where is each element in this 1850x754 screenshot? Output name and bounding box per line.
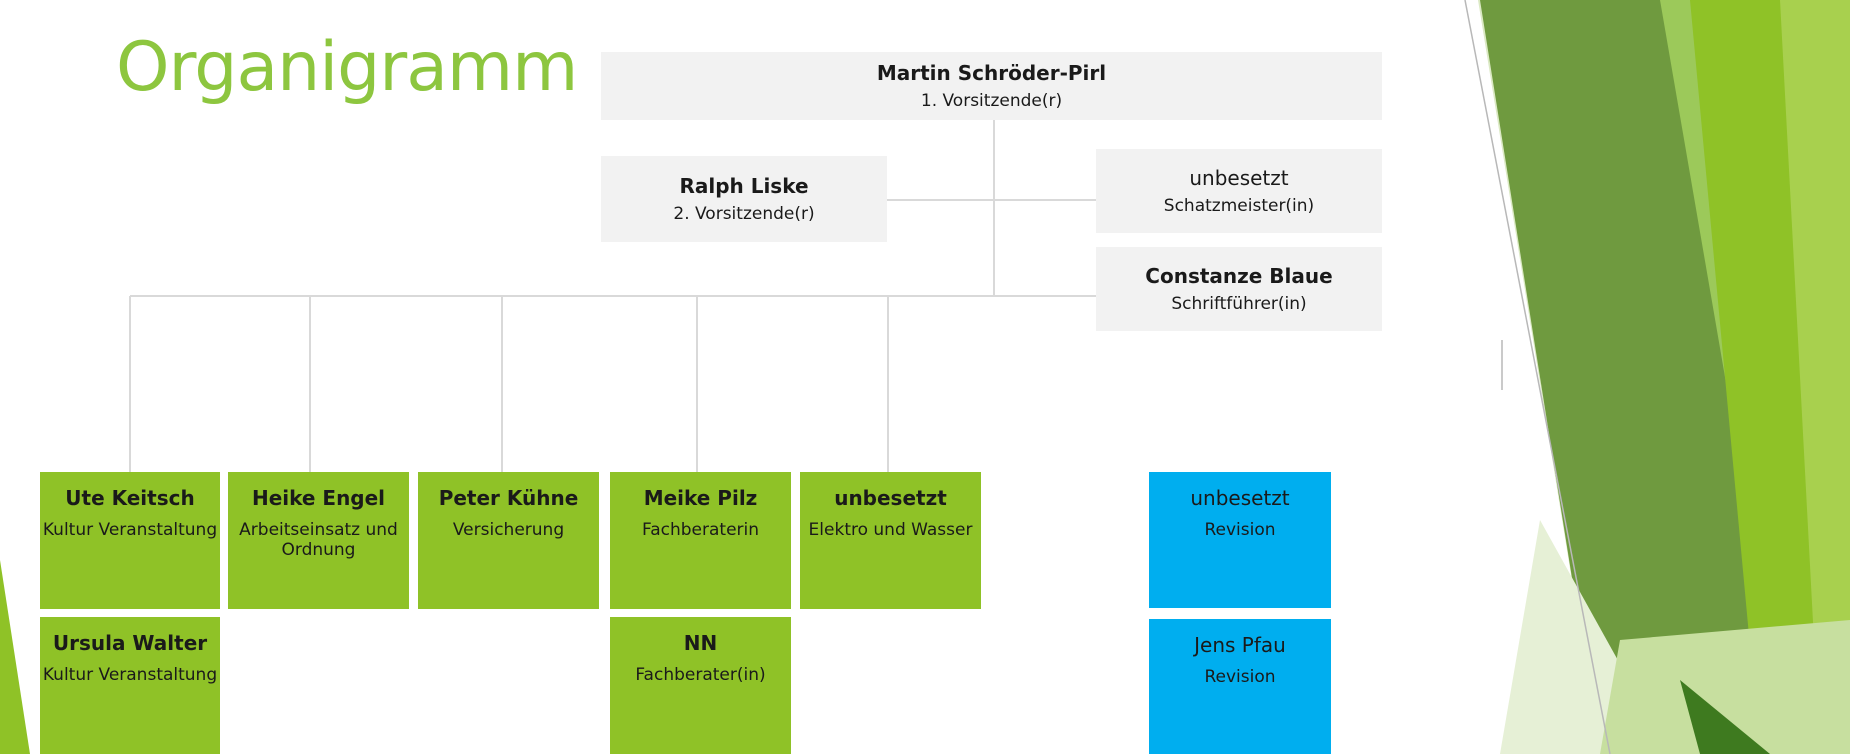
- revision-box: unbesetzt Revision: [1149, 472, 1331, 608]
- deputy-name: Ursula Walter: [52, 631, 208, 655]
- team-box: Ute Keitsch Kultur Veranstaltung: [40, 472, 220, 609]
- deputy-role: Fachberater(in): [635, 665, 766, 685]
- team-name: Meike Pilz: [643, 486, 758, 510]
- treasurer-box: unbesetzt Schatzmeister(in): [1096, 149, 1382, 233]
- deputy-box: NN Fachberater(in): [610, 617, 791, 754]
- team-name: unbesetzt: [834, 486, 947, 510]
- vice-name: Ralph Liske: [679, 174, 809, 198]
- team-role: Arbeitseinsatz und Ordnung: [239, 520, 398, 561]
- secretary-role: Schriftführer(in): [1171, 294, 1307, 314]
- team-box: Heike Engel Arbeitseinsatz und Ordnung: [228, 472, 409, 609]
- revision-role: Revision: [1204, 667, 1276, 687]
- team-name: Heike Engel: [251, 486, 386, 510]
- team-name: Ute Keitsch: [65, 486, 195, 510]
- secretary-box: Constanze Blaue Schriftführer(in): [1096, 247, 1382, 331]
- team-box: unbesetzt Elektro und Wasser: [800, 472, 981, 609]
- secretary-name: Constanze Blaue: [1145, 264, 1333, 288]
- chair-name: Martin Schröder-Pirl: [876, 61, 1107, 85]
- team-role: Kultur Veranstaltung: [42, 520, 218, 540]
- team-role: Elektro und Wasser: [808, 520, 973, 540]
- treasurer-role: Schatzmeister(in): [1163, 196, 1315, 216]
- revision-role: Revision: [1204, 520, 1276, 540]
- revision-name: unbesetzt: [1190, 486, 1290, 510]
- deputy-role: Kultur Veranstaltung: [42, 665, 218, 685]
- chair-box: Martin Schröder-Pirl 1. Vorsitzende(r): [601, 52, 1382, 120]
- team-box: Peter Kühne Versicherung: [418, 472, 599, 609]
- team-role: Fachberaterin: [641, 520, 760, 540]
- team-role: Versicherung: [452, 520, 565, 540]
- treasurer-name: unbesetzt: [1189, 166, 1289, 190]
- deputy-box: Ursula Walter Kultur Veranstaltung: [40, 617, 220, 754]
- vice-box: Ralph Liske 2. Vorsitzende(r): [601, 156, 887, 242]
- deputy-name: NN: [683, 631, 718, 655]
- team-name: Peter Kühne: [438, 486, 579, 510]
- vice-role: 2. Vorsitzende(r): [673, 204, 815, 224]
- revision-name: Jens Pfau: [1194, 633, 1286, 657]
- chair-role: 1. Vorsitzende(r): [920, 91, 1063, 111]
- revision-box: Jens Pfau Revision: [1149, 619, 1331, 754]
- team-box: Meike Pilz Fachberaterin: [610, 472, 791, 609]
- page-title: Organigramm: [116, 28, 578, 107]
